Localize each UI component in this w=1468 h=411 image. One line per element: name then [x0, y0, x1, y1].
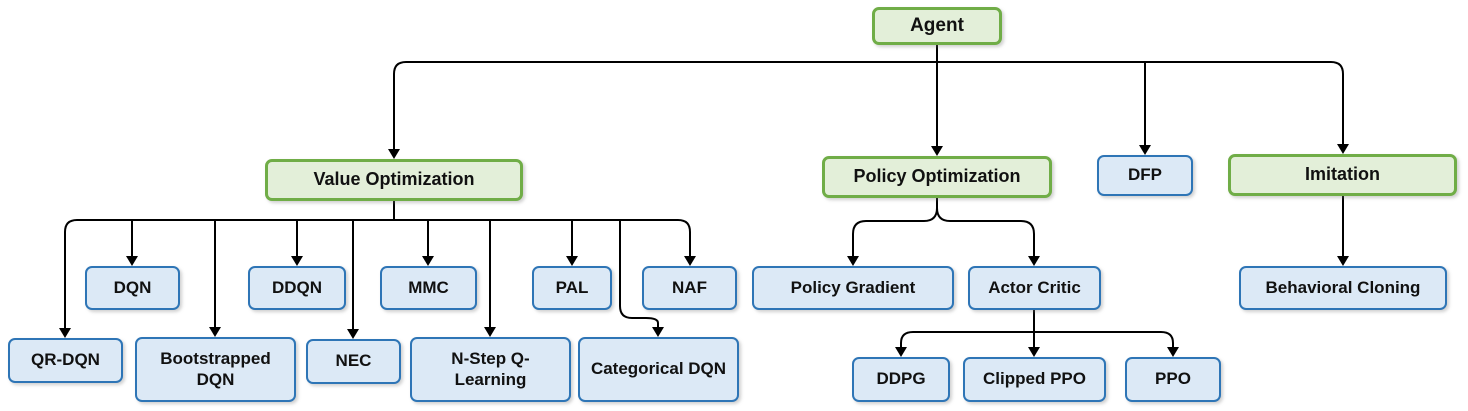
node-dfp: DFP [1097, 155, 1193, 196]
node-ddqn: DDQN [248, 266, 346, 310]
node-nec: NEC [306, 339, 401, 384]
node-naf: NAF [642, 266, 737, 310]
node-policy-optimization: Policy Optimization [822, 156, 1052, 198]
node-categorical-dqn: Categorical DQN [578, 337, 739, 402]
node-agent: Agent [872, 7, 1002, 45]
node-mmc: MMC [380, 266, 477, 310]
node-imitation: Imitation [1228, 154, 1457, 196]
edge-to-ddpg [895, 331, 914, 357]
node-value-optimization: Value Optimization [265, 159, 523, 201]
node-n-step-q-learning: N-Step Q-Learning [410, 337, 571, 402]
node-qr-dqn: QR-DQN [8, 338, 123, 383]
node-actor-critic: Actor Critic [968, 266, 1101, 310]
node-policy-gradient: Policy Gradient [752, 266, 954, 310]
edge-level1-bus [393, 61, 1344, 75]
node-behavioral-cloning: Behavioral Cloning [1239, 266, 1447, 310]
edge-to-actor-critic [936, 207, 1040, 266]
node-ddpg: DDPG [852, 357, 950, 402]
node-dqn: DQN [85, 266, 180, 310]
edge-to-policy-gradient [847, 207, 938, 266]
node-pal: PAL [532, 266, 612, 310]
node-clipped-ppo: Clipped PPO [963, 357, 1106, 402]
node-ppo: PPO [1125, 357, 1221, 402]
edge-to-ppo [1160, 331, 1179, 357]
edge-level2-bus [64, 219, 691, 233]
node-bootstrapped-dqn: Bootstrapped DQN [135, 337, 296, 402]
